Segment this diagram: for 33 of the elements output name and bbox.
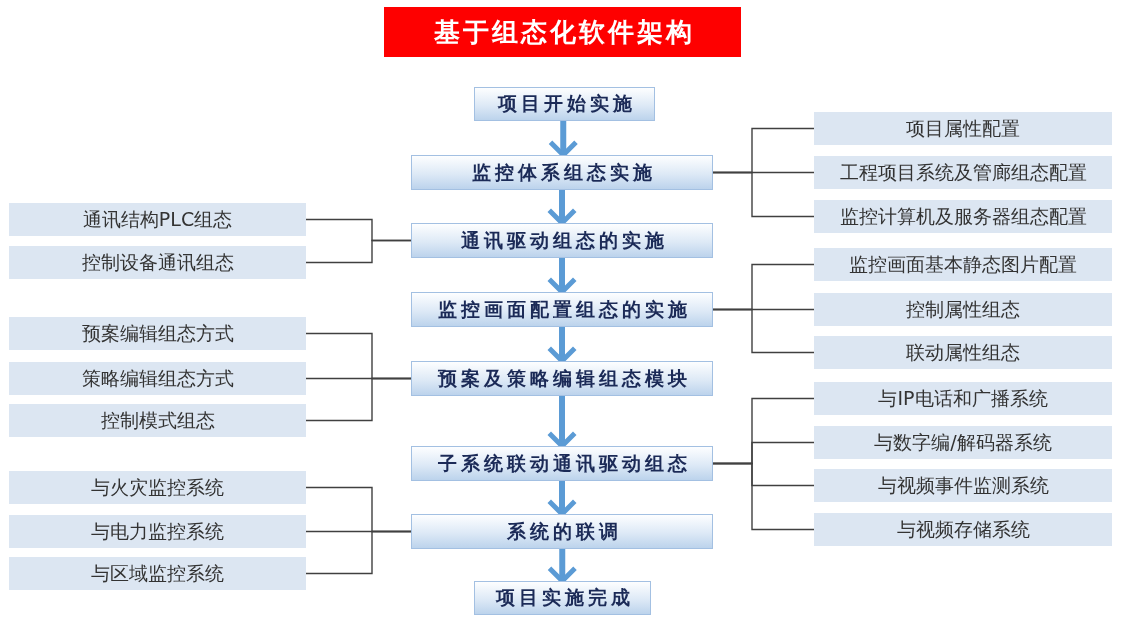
process-box: 项目开始实施 [474,87,655,121]
config-box: 与视频事件监测系统 [814,469,1112,502]
connector-line [305,239,412,264]
config-box: 与火灾监控系统 [9,471,306,504]
config-box: 控制属性组态 [814,293,1112,326]
process-box: 监控体系组态实施 [411,155,713,190]
config-box: 通讯结构PLC组态 [9,203,306,236]
config-box: 工程项目系统及管廊组态配置 [814,156,1112,189]
process-box: 项目实施完成 [474,581,651,615]
config-box: 控制设备通讯组态 [9,246,306,279]
config-box: 与电力监控系统 [9,515,306,548]
title-banner: 基于组态化软件架构 [384,7,741,57]
config-box: 监控画面基本静态图片配置 [814,248,1112,281]
connector-line [712,462,815,531]
process-box: 子系统联动通讯驱动组态 [411,446,713,481]
connector-line [305,377,412,422]
config-box: 与数字编/解码器系统 [814,426,1112,459]
connector-line [712,308,815,354]
config-box: 监控计算机及服务器组态配置 [814,200,1112,233]
config-box: 策略编辑组态方式 [9,362,306,395]
config-box: 与IP电话和广播系统 [814,382,1112,415]
connector-line [712,171,815,218]
config-box: 与区域监控系统 [9,557,306,590]
process-box: 通讯驱动组态的实施 [411,223,713,258]
config-box: 与视频存储系统 [814,513,1112,546]
config-box: 控制模式组态 [9,404,306,437]
process-box: 预案及策略编辑组态模块 [411,361,713,396]
process-box: 系统的联调 [411,514,713,549]
config-box: 预案编辑组态方式 [9,317,306,350]
config-box: 项目属性配置 [814,112,1112,145]
connector-line [305,530,412,575]
config-box: 联动属性组态 [814,336,1112,369]
process-box: 监控画面配置组态的实施 [411,292,713,327]
